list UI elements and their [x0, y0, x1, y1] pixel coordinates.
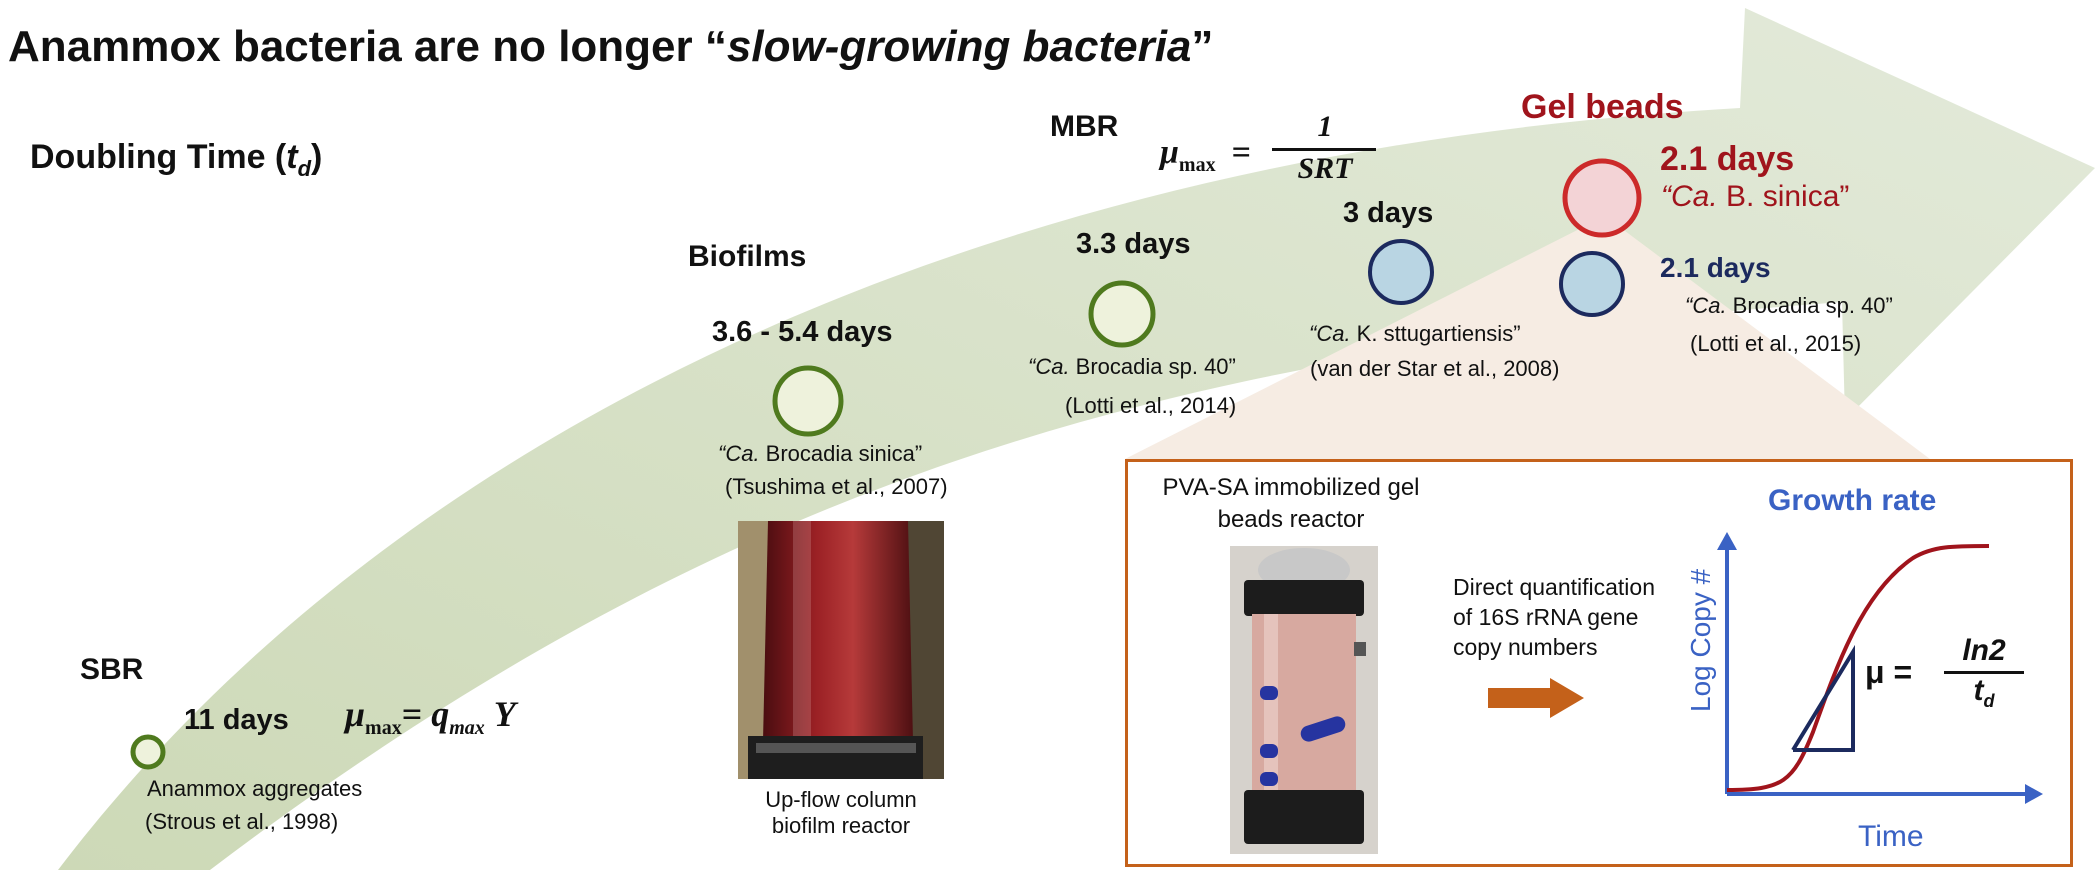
doubling-time-label: Doubling Time (td)	[30, 138, 323, 181]
growth-fraction-bar	[1944, 671, 2024, 674]
gel-reference-b: (Lotti et al., 2015)	[1690, 331, 1862, 356]
y-axis-label: Log Copy #	[1685, 568, 1716, 712]
gel-beads-callout	[1125, 216, 1930, 459]
growth-curve	[1726, 544, 1990, 792]
biofilms-label: Biofilms	[688, 240, 807, 273]
gel-beads-label: Gel beads	[1521, 88, 1684, 126]
growth-formula-denominator: td	[1973, 674, 1995, 711]
growth-formula-mu: μ =	[1865, 654, 1913, 690]
sbr-circle	[130, 734, 166, 770]
mbr-reference-b: (van der Star et al., 2008)	[1310, 356, 1560, 381]
mbr-reference-a: (Lotti et al., 2014)	[1065, 393, 1237, 418]
mbr-formula-lhs: μmax=	[1160, 134, 1251, 176]
biofilms-species: “Ca. Brocadia sinica”	[718, 441, 923, 466]
sbr-reference: (Strous et al., 1998)	[145, 809, 339, 834]
mbr-days-a: 3.3 days	[1076, 228, 1191, 260]
mbr-species-b: “Ca. K. sttugartiensis”	[1309, 321, 1521, 346]
gel-species-a: “Ca. B. sinica”	[1661, 180, 1850, 213]
gel-days-b: 2.1 days	[1660, 252, 1771, 283]
gel-circle-a	[1562, 158, 1642, 238]
gel-circle-b	[1559, 251, 1625, 317]
mbr-fraction-bar	[1272, 148, 1376, 151]
sbr-formula: μmax= qmax Y	[345, 694, 516, 740]
mbr-formula-numerator: 1	[1317, 110, 1333, 143]
right-arrow-icon	[1488, 678, 1584, 718]
sbr-label: SBR	[80, 653, 144, 686]
gel-days-a: 2.1 days	[1660, 140, 1795, 178]
mbr-label: MBR	[1050, 110, 1119, 143]
growth-rate-title: Growth rate	[1768, 484, 1937, 517]
growth-formula-numerator: ln2	[1962, 634, 2006, 667]
biofilms-days: 3.6 - 5.4 days	[712, 316, 893, 348]
sbr-days: 11 days	[184, 704, 289, 736]
growth-curve-plot	[1717, 532, 2043, 804]
page-title: Anammox bacteria are no longer “slow-gro…	[8, 22, 1214, 71]
slope-triangle	[1791, 644, 1855, 752]
sbr-caption: Anammox aggregates	[147, 776, 363, 801]
mbr-circle-a	[1088, 280, 1156, 348]
x-axis-label: Time	[1858, 820, 1924, 853]
mbr-days-b: 3 days	[1343, 197, 1434, 229]
biofilm-circle	[772, 365, 844, 437]
gel-species-b: “Ca. Brocadia sp. 40”	[1685, 293, 1893, 318]
biofilms-reference: (Tsushima et al., 2007)	[725, 474, 948, 499]
mbr-species-a: “Ca. Brocadia sp. 40”	[1028, 354, 1236, 379]
biofilm-reactor-photo	[738, 521, 944, 779]
mbr-formula-denominator: SRT	[1297, 152, 1353, 185]
gel-reactor-photo	[1230, 546, 1378, 854]
mbr-circle-b	[1368, 239, 1434, 305]
